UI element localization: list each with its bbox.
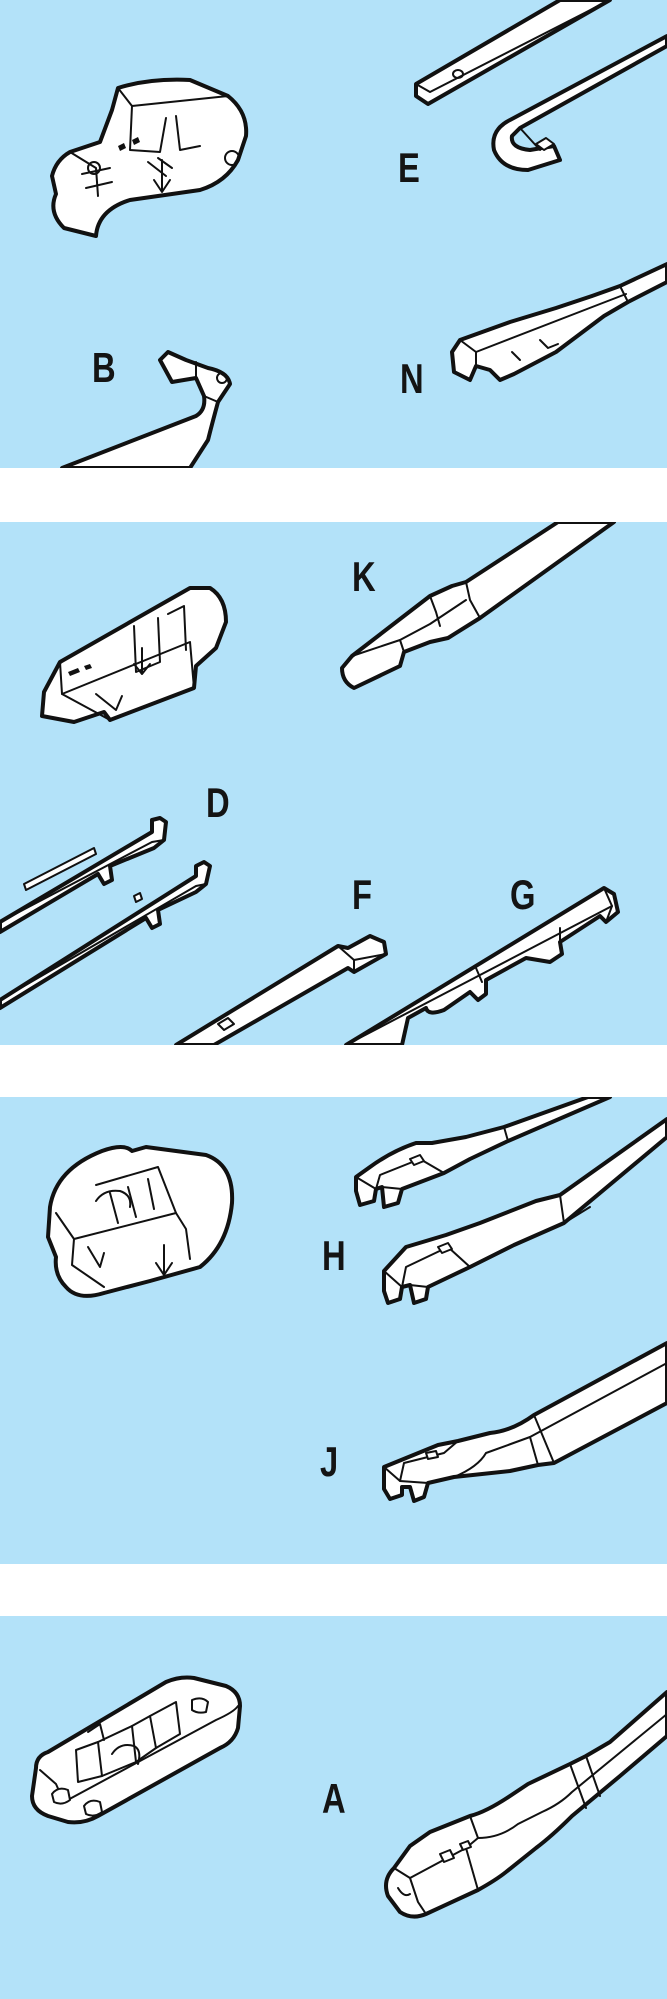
panel-3-drawing bbox=[46, 1097, 667, 1503]
panel-2-drawing bbox=[0, 522, 620, 1045]
label-a: A bbox=[322, 1775, 346, 1822]
wiper-adapter-1 bbox=[50, 77, 249, 238]
part-n-connector bbox=[450, 262, 667, 382]
label-b: B bbox=[92, 344, 116, 391]
label-e: E bbox=[398, 144, 420, 191]
part-f-connector bbox=[174, 934, 388, 1045]
label-d: D bbox=[206, 779, 230, 826]
wiper-adapter-2 bbox=[40, 586, 228, 724]
label-h: H bbox=[322, 1232, 346, 1279]
wiper-adapter-4 bbox=[30, 1675, 242, 1825]
adapter-panel-4: A bbox=[0, 1616, 667, 1999]
label-j: J bbox=[320, 1438, 338, 1485]
part-a-connector bbox=[384, 1690, 667, 1919]
part-b-connector bbox=[60, 350, 232, 468]
part-e-connector bbox=[414, 0, 667, 172]
label-k: K bbox=[352, 553, 376, 600]
part-j-connector bbox=[382, 1341, 667, 1503]
part-g-connector bbox=[344, 886, 620, 1045]
adapter-panel-2: K D F G bbox=[0, 522, 667, 1045]
adapter-panel-3: H J bbox=[0, 1097, 667, 1564]
panel-1-drawing bbox=[50, 0, 667, 468]
adapter-panel-1: E B N bbox=[0, 0, 667, 468]
label-f: F bbox=[352, 871, 372, 918]
wiper-adapter-3 bbox=[46, 1145, 235, 1298]
label-n: N bbox=[400, 355, 424, 402]
label-g: G bbox=[510, 871, 535, 918]
part-d-connector bbox=[0, 816, 212, 1010]
panel-4-drawing bbox=[30, 1675, 667, 1919]
part-h-connector-upper bbox=[354, 1097, 612, 1209]
part-h-connector-lower bbox=[382, 1117, 667, 1305]
part-k-connector bbox=[340, 522, 616, 690]
